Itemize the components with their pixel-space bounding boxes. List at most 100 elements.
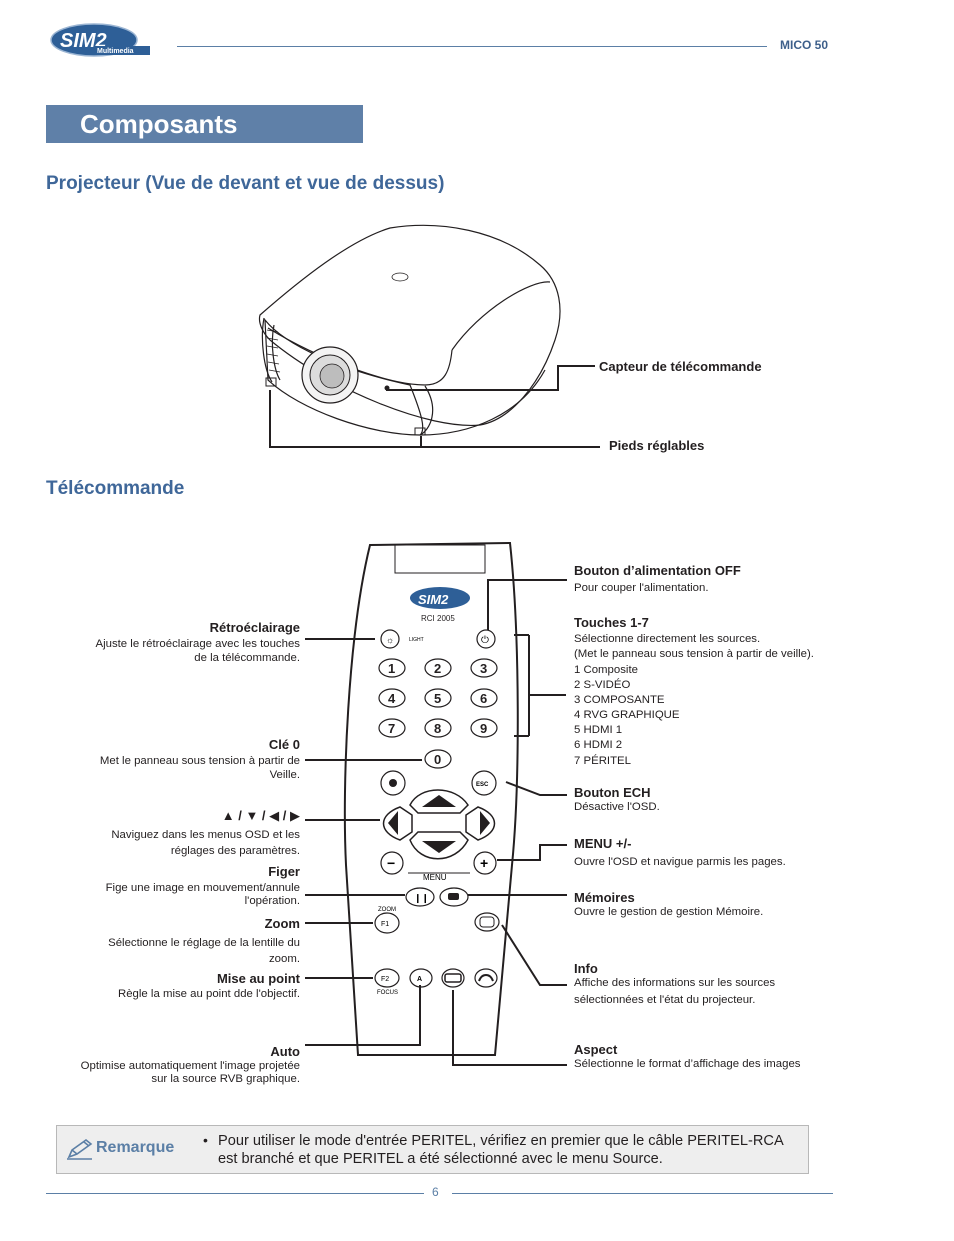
auto-desc-line2: sur la source RVB graphique. — [151, 1073, 300, 1085]
keys17-desc-line5: 3 COMPOSANTE — [574, 694, 665, 706]
focus-desc-line1: Règle la mise au point dde l'objectif. — [118, 988, 300, 1000]
svg-text:−: − — [387, 855, 395, 871]
svg-text:A: A — [417, 976, 422, 983]
memories-desc-line1: Ouvre le gestion de gestion Mémoire. — [574, 906, 764, 918]
power-off-desc-line1: Pour couper l'alimentation. — [574, 582, 709, 594]
arrows-desc-line1: Naviguez dans les menus OSD et les — [111, 829, 300, 841]
remote-heading: Télécommande — [46, 478, 185, 499]
keys17-desc-line3: 1 Composite — [574, 664, 638, 676]
model-name: MICO 50 — [780, 38, 829, 52]
record-button — [380, 770, 406, 796]
keys17-desc-line4: 2 S-VIDÉO — [574, 679, 631, 691]
memories-title: Mémoires — [574, 890, 635, 905]
note-text: Pour utiliser le mode d'entrée PERITEL, … — [218, 1133, 783, 1167]
freeze-desc-line1: Fige une image en mouvement/annule — [105, 882, 300, 894]
key0-desc-line2: Veille. — [269, 769, 300, 781]
svg-text:3: 3 — [480, 661, 487, 676]
keys17-desc-line8: 6 HDMI 2 — [574, 739, 623, 751]
info-desc-line2: sélectionnées et l'état du projecteur. — [574, 994, 756, 1006]
backlight-desc-line1: Ajuste le rétroéclairage avec les touche… — [95, 638, 300, 650]
note-box — [56, 1125, 809, 1174]
zoom-desc-line1: Sélectionne le réglage de la lentille du — [108, 937, 300, 949]
page-number: 6 — [432, 1185, 439, 1199]
svg-text:❙❙: ❙❙ — [414, 893, 429, 904]
pencil-icon — [67, 1138, 93, 1160]
down-arrow-button — [409, 831, 469, 860]
light-button — [380, 629, 400, 649]
esc-desc-line1: Désactive l'OSD. — [574, 801, 660, 813]
memory-button — [439, 887, 469, 907]
svg-text:FOCUS: FOCUS — [377, 990, 398, 996]
svg-text:MENU: MENU — [423, 873, 447, 882]
aspect-desc-line1: Sélectionne le format d’affichage des im… — [574, 1058, 801, 1070]
footer-rule-right — [452, 1193, 833, 1194]
header-rule — [177, 46, 767, 47]
adjustable-feet-label: Pieds réglables — [609, 438, 705, 453]
projector-illustration — [258, 224, 600, 448]
remote-sensor-label: Capteur de télécommande — [599, 359, 762, 374]
backlight-desc-line2: de la télécommande. — [194, 652, 300, 664]
sim2-logo: SIM2 Multimedia — [50, 23, 150, 57]
right-arrow-button — [465, 806, 496, 841]
up-arrow-button — [409, 789, 469, 814]
svg-text:+: + — [480, 855, 488, 871]
svg-text:⏻: ⏻ — [481, 635, 489, 646]
zoom-desc-line2: zoom. — [268, 953, 300, 965]
svg-text:4: 4 — [388, 691, 396, 706]
arrows-title: ▲ / ▼ / ◀ / ▶ — [221, 808, 300, 823]
esc-title: Bouton ECH — [574, 785, 651, 800]
projector-heading: Projecteur (Vue de devant et vue de dess… — [46, 173, 445, 194]
aspect-title: Aspect — [574, 1042, 618, 1057]
menu-minus-button — [380, 851, 404, 875]
info-button — [474, 912, 500, 932]
aspect-button — [441, 968, 465, 988]
keys17-desc-line7: 5 HDMI 1 — [574, 724, 623, 736]
svg-text:ESC: ESC — [476, 782, 489, 788]
logo-subtext: Multimedia — [97, 48, 134, 55]
remote-model-text: RCI 2005 — [421, 614, 455, 623]
remote-illustration: SIM2 RCI 2005 ☼ LIGHT ⏻ 1 2 3 4 5 6 7 8 … — [343, 541, 519, 1056]
svg-text:LIGHT: LIGHT — [409, 637, 424, 643]
svg-text:2: 2 — [434, 661, 441, 676]
svg-text:7: 7 — [388, 721, 395, 736]
key0-desc-line1: Met le panneau sous tension à partir de — [99, 755, 300, 767]
svg-text:9: 9 — [480, 721, 487, 736]
svg-text:0: 0 — [434, 752, 441, 767]
auto-title: Auto — [270, 1044, 300, 1059]
info-desc-line1: Affiche des informations sur les sources — [574, 977, 776, 989]
info-title: Info — [574, 961, 598, 976]
svg-text:ZOOM: ZOOM — [378, 907, 396, 913]
keys17-desc-line6: 4 RVG GRAPHIQUE — [574, 709, 680, 721]
svg-text:6: 6 — [480, 691, 487, 706]
backlight-title: Rétroéclairage — [209, 620, 300, 635]
esc-button — [471, 770, 497, 796]
zoom-title: Zoom — [264, 916, 300, 931]
focus-title: Mise au point — [216, 971, 300, 986]
note-bullet: • — [203, 1132, 208, 1148]
svg-text:☼: ☼ — [386, 635, 394, 645]
svg-text:5: 5 — [434, 691, 441, 706]
freeze-button — [405, 887, 435, 907]
footer-rule-left — [46, 1193, 424, 1194]
power-off-title: Bouton d’alimentation OFF — [574, 563, 741, 578]
freeze-desc-line2: l'opération. — [244, 895, 300, 907]
f1-button — [374, 912, 400, 934]
page-title: Composants — [46, 105, 363, 143]
f2-button — [374, 968, 400, 988]
menu-desc-line1: Ouvre l'OSD et navigue parmis les pages. — [574, 856, 786, 868]
menu-title: MENU +/- — [574, 836, 632, 851]
power-button — [476, 629, 496, 649]
extra-button — [474, 968, 498, 988]
keys17-desc-line9: 7 PÉRITEL — [574, 755, 631, 767]
svg-text:1: 1 — [388, 661, 395, 676]
auto-desc-line1: Optimise automatiquement l'image projeté… — [80, 1060, 300, 1072]
remote-logo — [410, 587, 470, 609]
note-label: Remarque — [96, 1139, 175, 1156]
keys17-desc-line2: (Met le panneau sous tension à partir de… — [574, 648, 814, 660]
menu-plus-button — [473, 851, 497, 875]
key0-title: Clé 0 — [268, 737, 300, 752]
keys17-title: Touches 1-7 — [574, 615, 649, 630]
svg-text:8: 8 — [434, 721, 441, 736]
freeze-title: Figer — [268, 864, 300, 879]
